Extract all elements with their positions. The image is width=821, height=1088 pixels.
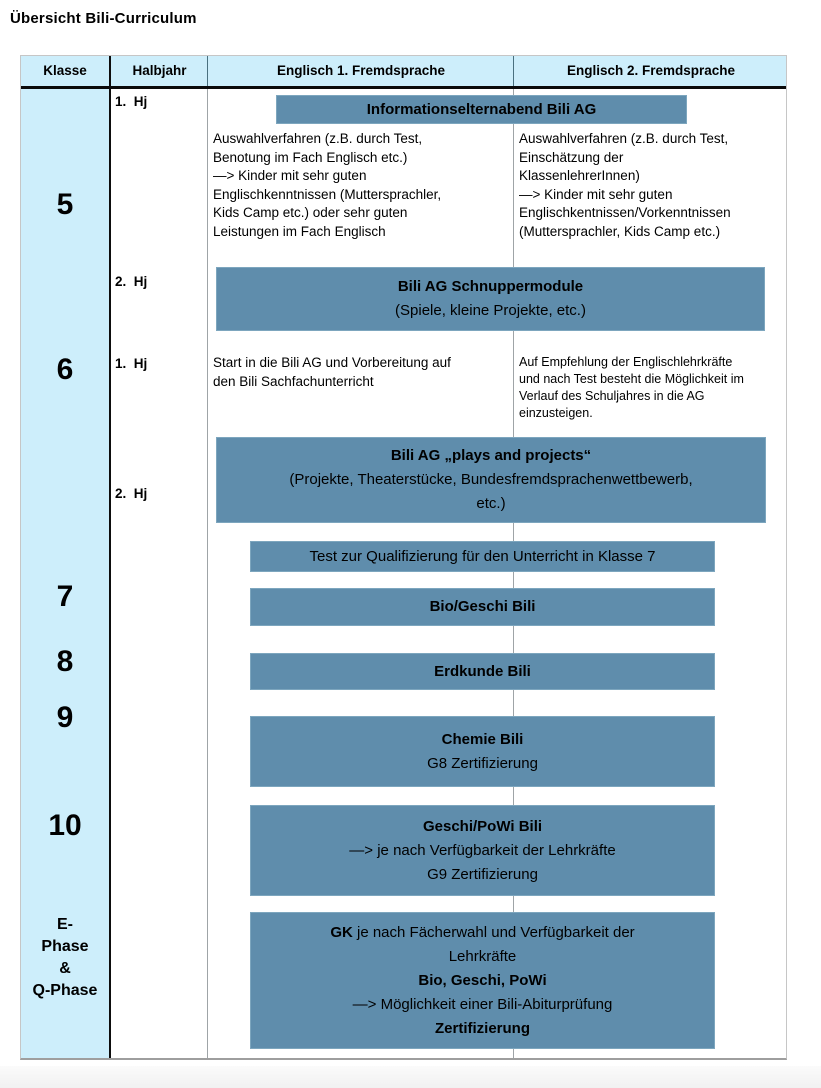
klasse-column-divider (109, 56, 111, 1058)
box-plays-and-projects: Bili AG „plays and projects“ (Projekte, … (216, 437, 766, 523)
column-divider-englisch (513, 89, 514, 1058)
page-title: Übersicht Bili-Curriculum (10, 10, 197, 27)
box-line: —> Möglichkeit einer Bili-Abiturprüfung (352, 995, 613, 1013)
box-subtitle: (Projekte, Theaterstücke, Bundesfremdspr… (289, 471, 693, 512)
box-title: Bili AG „plays and projects“ (390, 447, 592, 464)
box-title: Informationselternabend Bili AG (366, 100, 597, 118)
page-footer-strip (0, 1066, 821, 1088)
klasse-label-5: 5 (56, 188, 74, 221)
box-line: Bio, Geschi, PoWi (418, 971, 547, 989)
box-chemie-bili: Chemie Bili G8 Zertifizierung (250, 716, 715, 787)
klasse-label-7: 7 (56, 580, 74, 613)
box-line-bold: GK (330, 923, 353, 941)
cell-klasse6-fremdsprache2: Auf Empfehlung der Englischlehrkräfte un… (519, 355, 744, 420)
column-divider-halbjahr (207, 89, 208, 1058)
box-gk-oberstufe: GK je nach Fächerwahl und Verfügbarkeit … (250, 912, 715, 1049)
klasse-label-ephase-qphase: E- Phase & Q-Phase (32, 916, 98, 999)
box-line: G9 Zertifizierung (427, 865, 538, 883)
box-informationselternabend: Informationselternabend Bili AG (276, 95, 687, 124)
header-cell-englisch1: Englisch 1. Fremdsprache (276, 63, 446, 78)
halbjahr-label-6-2: 2. Hj (115, 486, 148, 501)
klasse-column-background (21, 89, 109, 1058)
header-cell-klasse: Klasse (43, 63, 87, 78)
box-title: Chemie Bili (441, 730, 524, 748)
box-line-rest: je nach Fächerwahl und Verfügbarkeit der… (352, 923, 635, 965)
box-subtitle: G8 Zertifizierung (427, 754, 538, 772)
cell-klasse5-fremdsprache1: Auswahlverfahren (z.B. durch Test, Benot… (213, 131, 442, 239)
table-header-row: Klasse Halbjahr Englisch 1. Fremdsprache… (21, 56, 786, 89)
halbjahr-label-6-1: 1. Hj (115, 356, 148, 371)
cell-klasse6-fremdsprache1: Start in die Bili AG und Vorbereitung au… (213, 355, 451, 389)
header-cell-halbjahr: Halbjahr (132, 63, 187, 78)
box-test-qualifizierung: Test zur Qualifizierung für den Unterric… (250, 541, 715, 572)
klasse-label-10: 10 (48, 809, 82, 842)
cell-klasse5-fremdsprache2: Auswahlverfahren (z.B. durch Test, Einsc… (519, 131, 731, 239)
box-line: GK je nach Fächerwahl und Verfügbarkeit … (299, 921, 666, 969)
header-cell-englisch2: Englisch 2. Fremdsprache (566, 63, 736, 78)
box-title: Erdkunde Bili (434, 662, 531, 680)
box-geschi-powi-bili: Geschi/PoWi Bili —> je nach Verfügbarkei… (250, 805, 715, 896)
box-bio-geschi-bili: Bio/Geschi Bili (250, 588, 715, 626)
box-title: Bili AG Schnuppermodule (397, 278, 584, 295)
box-title: Bio/Geschi Bili (429, 598, 536, 615)
curriculum-table: Klasse Halbjahr Englisch 1. Fremdsprache… (20, 55, 787, 1060)
box-line: Zertifizierung (434, 1019, 530, 1037)
halbjahr-label-5-2: 2. Hj (115, 274, 148, 289)
header-divider (513, 56, 514, 86)
halbjahr-label-5-1: 1. Hj (115, 94, 148, 109)
box-line: —> je nach Verfügbarkeit der Lehrkräfte (349, 841, 616, 859)
box-schnuppermodule: Bili AG Schnuppermodule (Spiele, kleine … (216, 267, 765, 331)
klasse-label-6: 6 (56, 353, 74, 386)
box-subtitle: (Spiele, kleine Projekte, etc.) (395, 302, 586, 319)
klasse-label-8: 8 (56, 645, 74, 678)
header-divider (207, 56, 208, 86)
klasse-label-9: 9 (56, 701, 74, 734)
box-title: Test zur Qualifizierung für den Unterric… (309, 547, 656, 565)
box-title: Geschi/PoWi Bili (422, 817, 543, 835)
box-erdkunde-bili: Erdkunde Bili (250, 653, 715, 690)
